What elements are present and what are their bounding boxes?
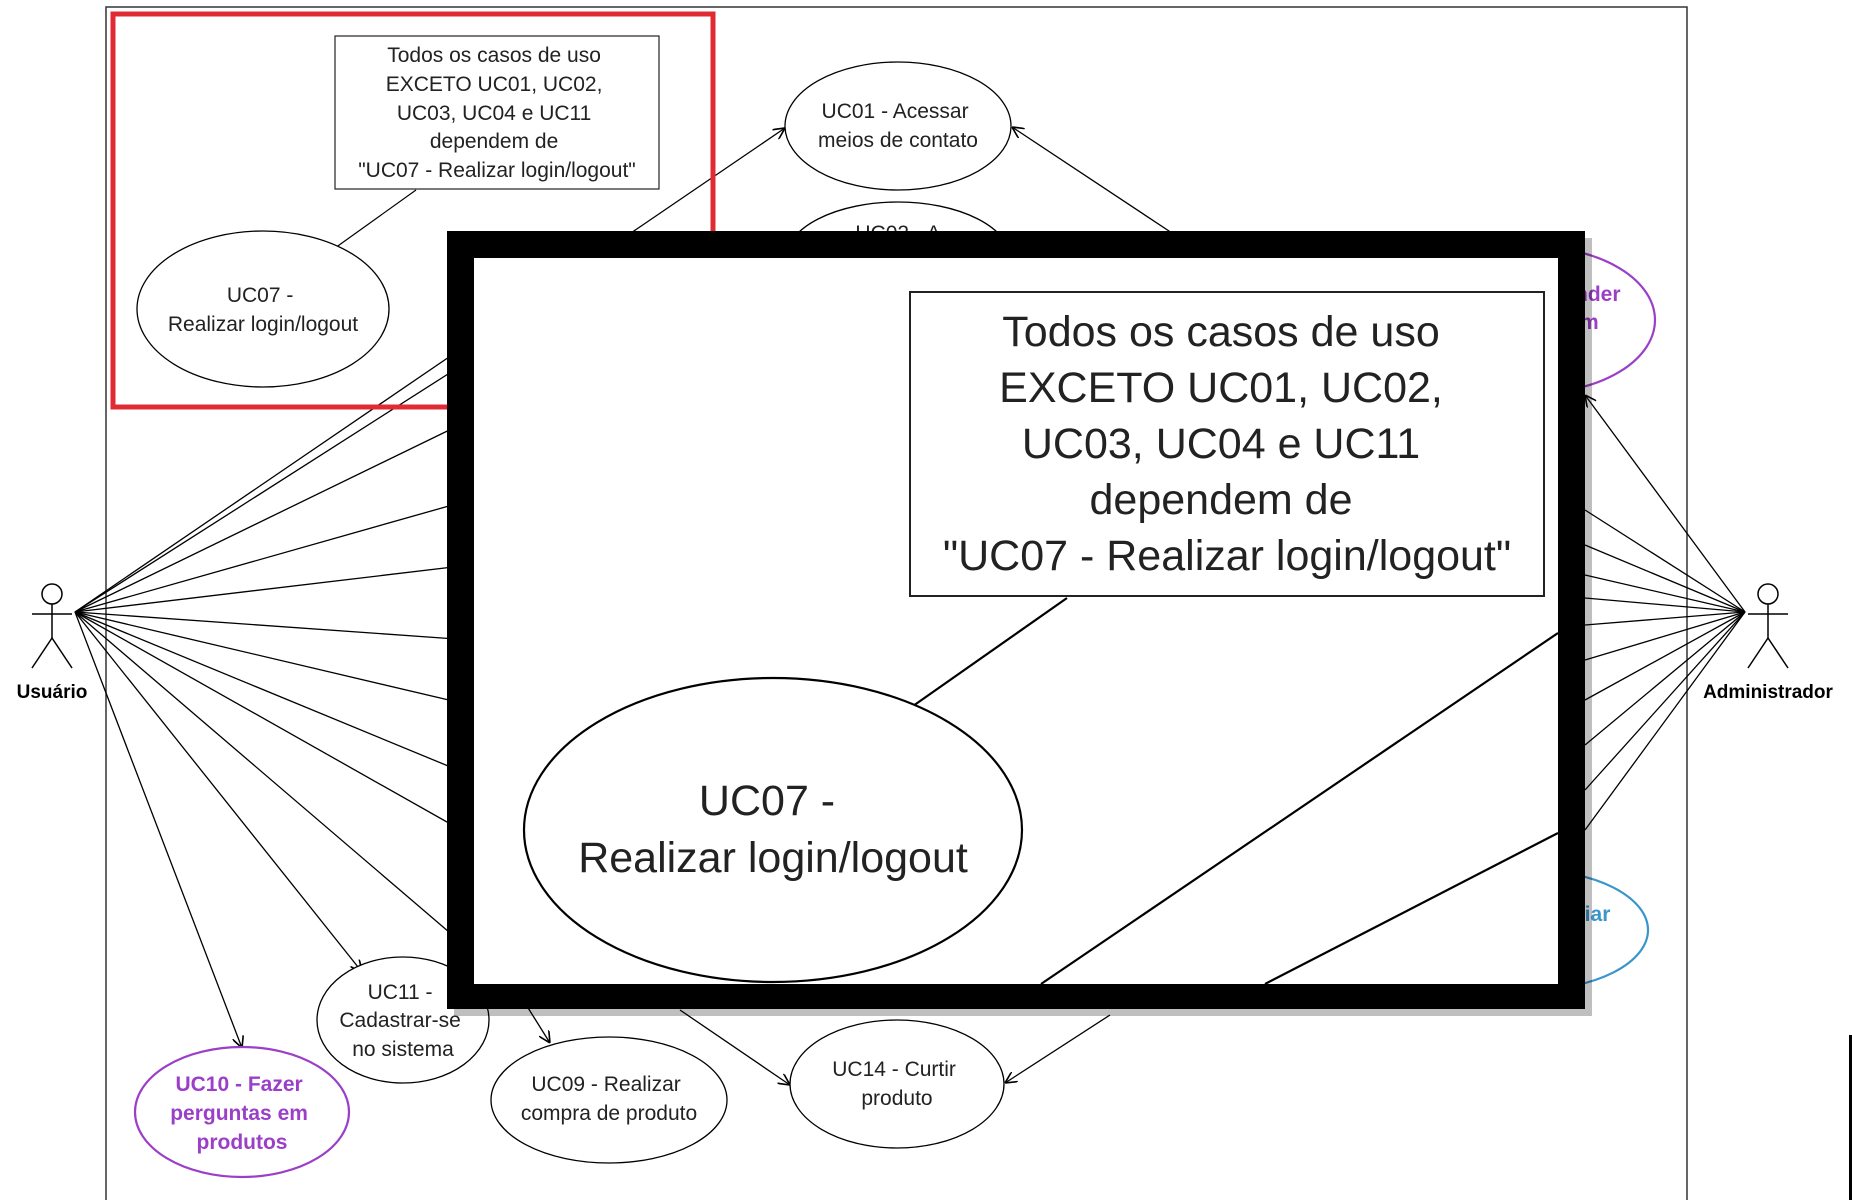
note-text: Todos os casos de uso EXCETO UC01, UC02,… [358, 44, 636, 182]
dependency-note [334, 35, 660, 190]
user-associations [74, 128, 790, 1085]
zoom-note-text: Todos os casos de uso EXCETO UC01, UC02,… [943, 308, 1511, 580]
uc01-ellipse [784, 61, 1012, 191]
admin-actor-label: Administrador [1703, 682, 1833, 703]
uc01-label: UC01 - Acessar meios de contato [818, 100, 978, 152]
uc07-label: UC07 - Realizar login/logout [168, 284, 358, 336]
uc11-ellipse [316, 956, 490, 1084]
zoom-uc07-ellipse [522, 676, 1024, 984]
highlight-box [110, 11, 716, 410]
zoom-diagonal-line-2 [1264, 832, 1559, 985]
admin-associations [1005, 127, 1746, 1083]
uc09-label: UC09 - Realizar compra de produto [521, 1073, 697, 1125]
zoom-overlay: Todos os casos de uso EXCETO UC01, UC02,… [447, 231, 1592, 1016]
uc09-ellipse [490, 1036, 728, 1164]
zoom-diagonal-line-1 [1040, 632, 1559, 985]
uc10-ellipse [133, 1045, 351, 1179]
zoom-note [909, 291, 1545, 597]
user-actor-label: Usuário [17, 682, 88, 703]
admin-actor-icon [1747, 583, 1789, 669]
zoom-note-connector [912, 597, 1068, 707]
user-actor-icon [31, 583, 73, 669]
note-connector [334, 189, 417, 249]
edge-mark [1849, 1035, 1852, 1200]
uc11-label: UC11 - Cadastrar-se no sistema [339, 981, 466, 1061]
zoom-uc07-label: UC07 - Realizar login/logout [578, 777, 968, 882]
uc07-ellipse [136, 230, 390, 388]
uc14-label: UC14 - Curtir produto [832, 1058, 962, 1110]
uc10-label: UC10 - Fazer perguntas em produtos [170, 1073, 314, 1154]
uc14-ellipse [789, 1019, 1005, 1149]
